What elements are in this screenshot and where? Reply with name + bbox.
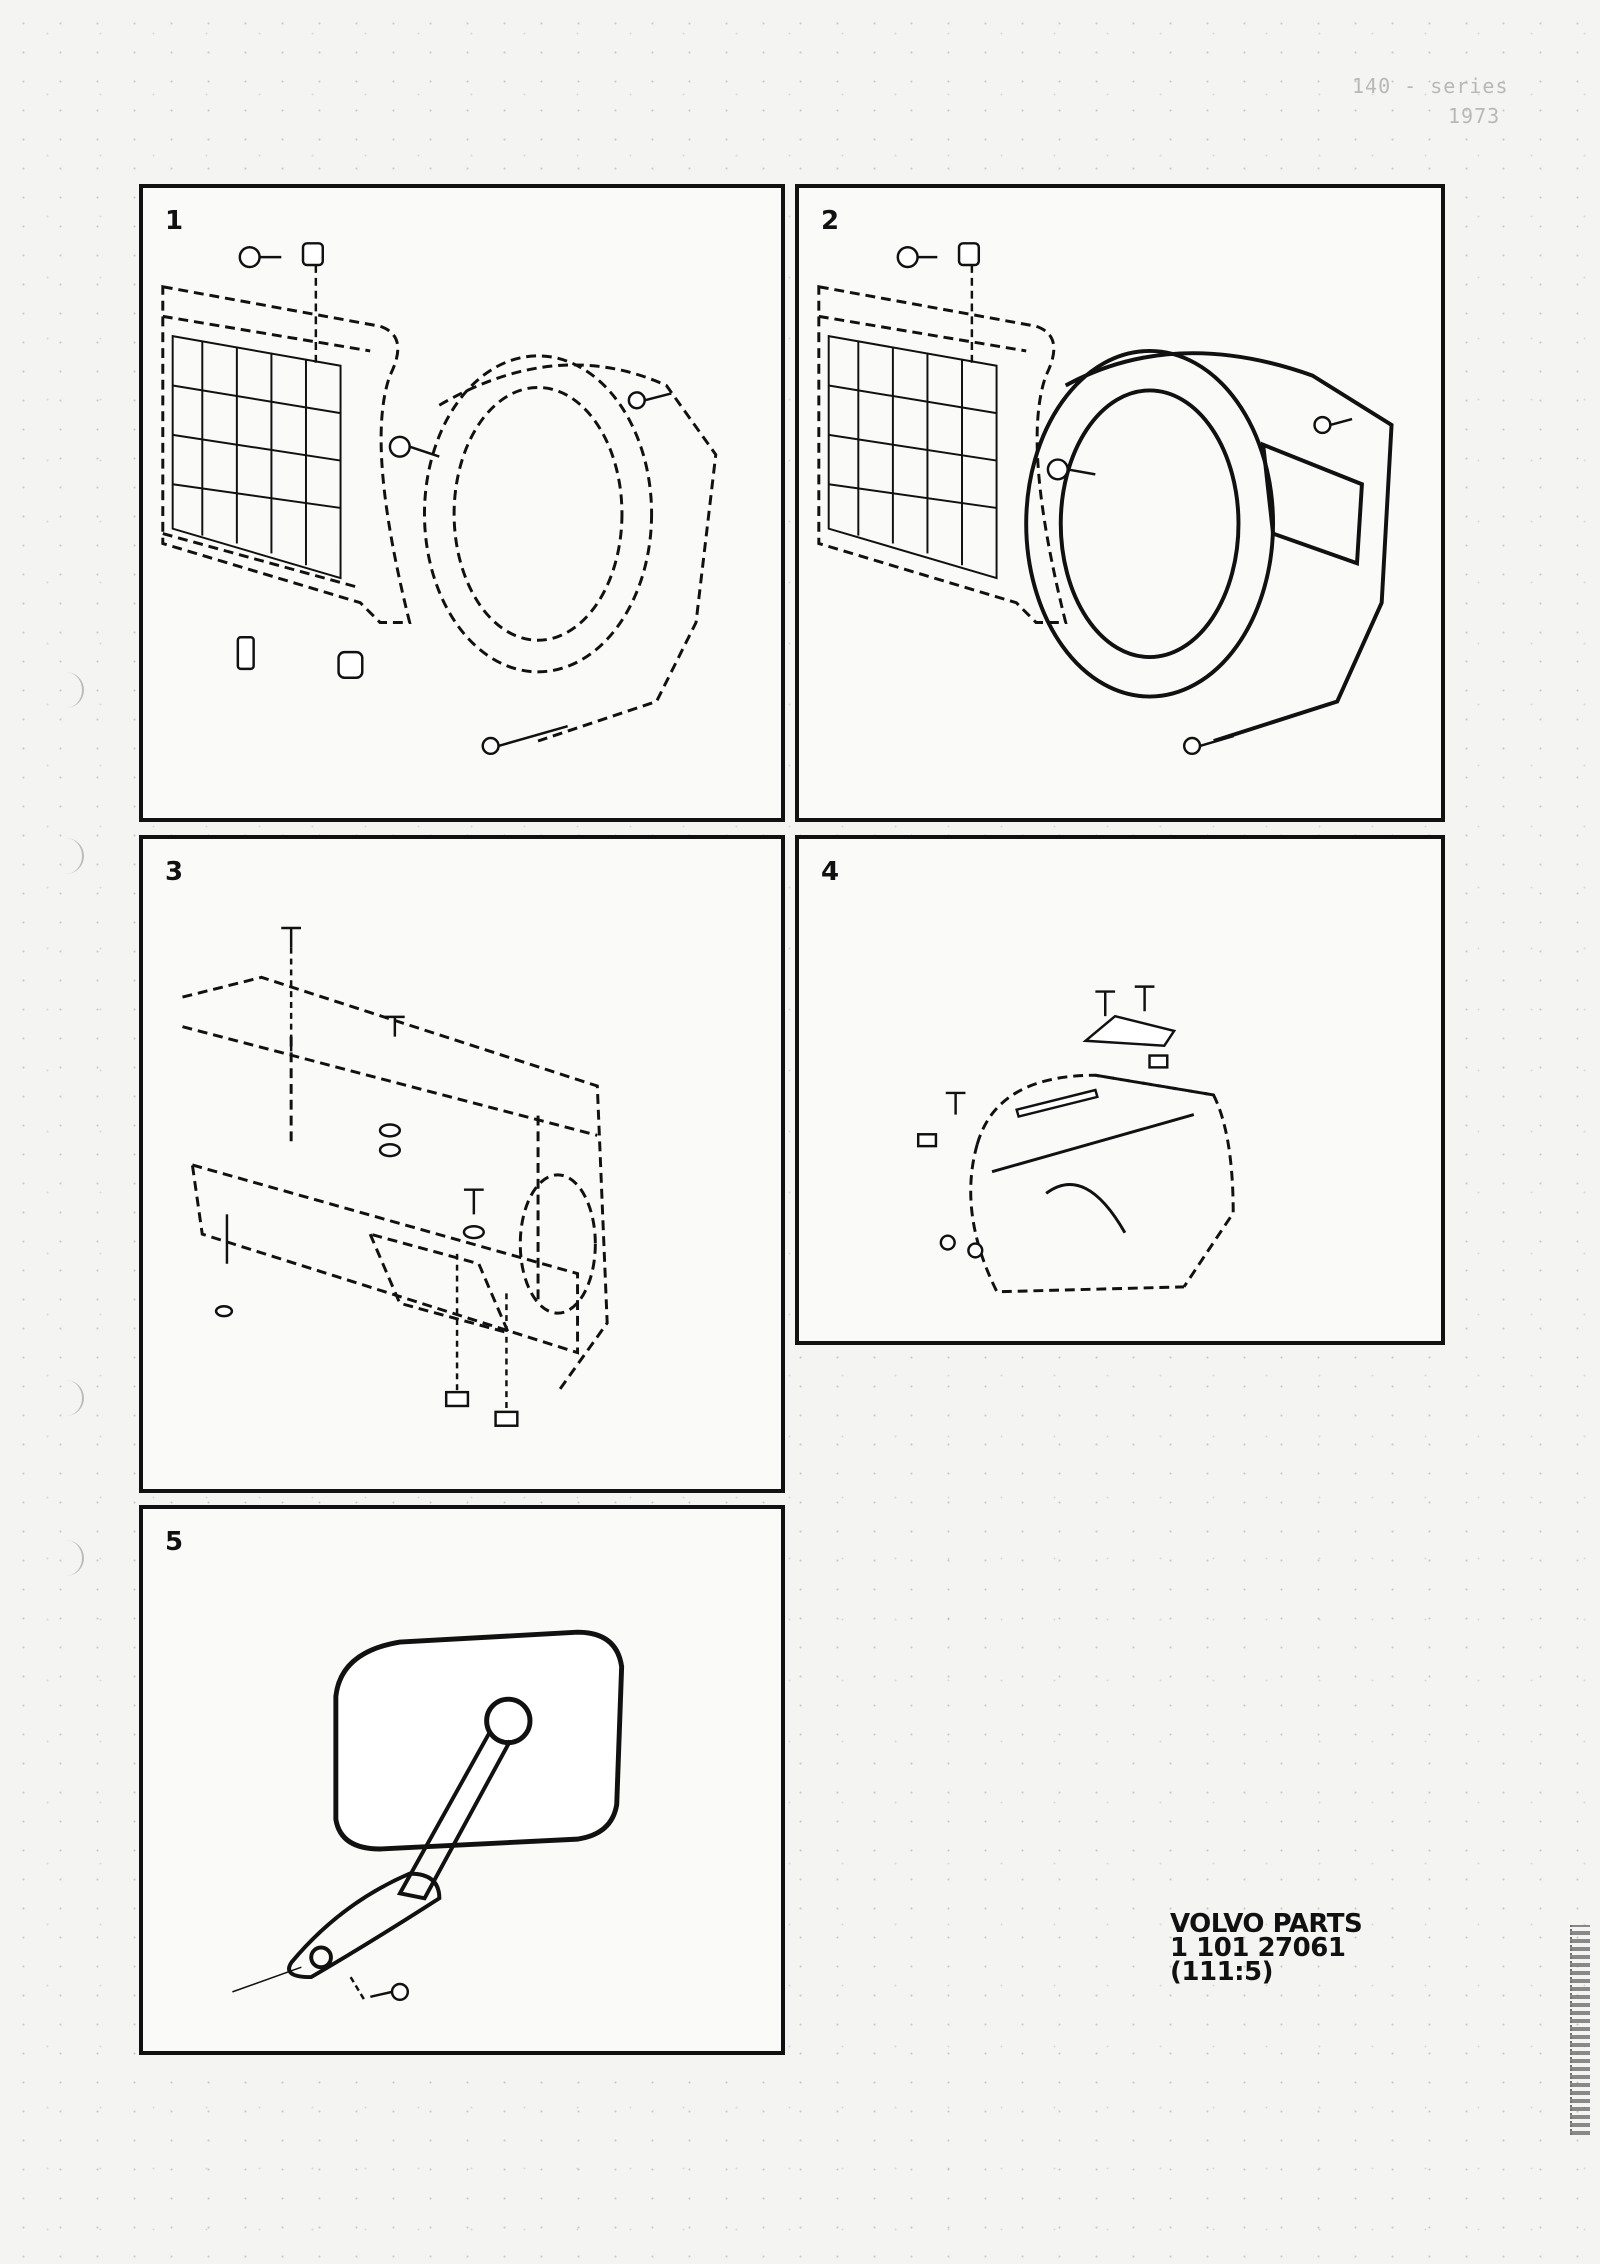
binder-hole-mark <box>52 1380 84 1416</box>
panel-number: 3 <box>165 857 184 887</box>
panel-3: 3 <box>139 835 785 1493</box>
series-heading: 140 - series <box>1352 74 1509 98</box>
year-heading: 1973 <box>1448 104 1501 128</box>
front-fender-drawing <box>916 985 1235 1294</box>
panel-5: 5 <box>139 1505 785 2055</box>
panel-1: 1 <box>139 184 785 822</box>
microfilm-edge-marks <box>1570 1925 1590 2135</box>
panel-number: 2 <box>821 206 840 236</box>
panel-2: 2 <box>795 184 1445 822</box>
section-code: (111:5) <box>1170 1957 1274 1987</box>
panel-number: 4 <box>821 857 840 887</box>
part-number: 1 101 27061 <box>1170 1933 1346 1963</box>
rear-view-mirror-drawing <box>232 1629 625 2003</box>
panel-4: 4 <box>795 835 1445 1345</box>
binder-hole-mark <box>52 1540 84 1576</box>
binder-hole-mark <box>52 838 84 874</box>
panel-number: 5 <box>165 1527 184 1557</box>
front-panel-drawing <box>182 926 609 1427</box>
grille-headlight-drawing-solid <box>817 242 1394 756</box>
binder-hole-mark <box>52 672 84 708</box>
grille-headlight-drawing-dashed <box>161 242 718 756</box>
brand-label: VOLVO PARTS <box>1170 1909 1363 1939</box>
panel-number: 1 <box>165 206 184 236</box>
part-reference: VOLVO PARTS 1 101 27061 (111:5) <box>1170 1909 1363 1987</box>
